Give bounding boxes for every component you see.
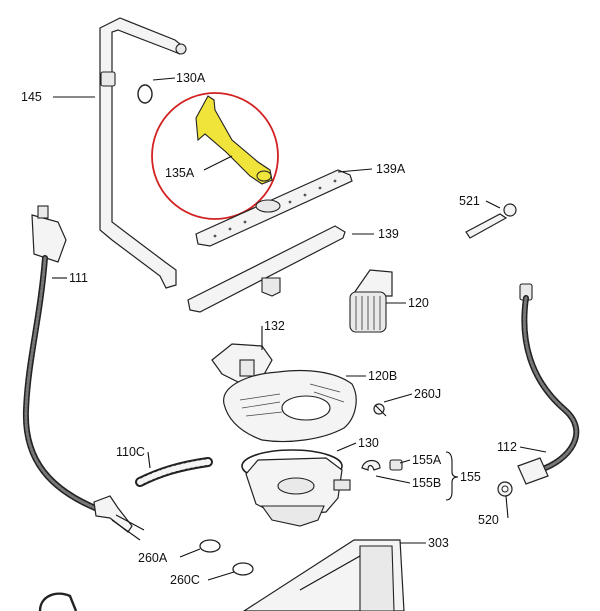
sump-130[interactable] [241,449,351,527]
label-303: 303 [428,536,449,550]
label-520: 520 [478,513,499,527]
label-130: 130 [358,436,379,450]
hose-112[interactable] [517,283,580,485]
filter-plate-120B[interactable] [223,369,357,443]
label-521: 521 [459,194,480,208]
upper-spray-arm-139A[interactable] [195,169,353,247]
lower-spray-arm-139[interactable] [187,225,346,313]
hose-111[interactable] [22,205,145,541]
label-155B: 155B [412,476,441,490]
part-520[interactable] [497,481,513,497]
label-260J: 260J [414,387,441,401]
label-132: 132 [264,319,285,333]
part-521[interactable] [465,203,517,239]
label-111: 111 [69,271,88,285]
upper-spray-pipe-145[interactable] [99,17,187,289]
label-135A: 135A [165,166,195,180]
label-110C: 110C [116,445,145,459]
label-130A: 130A [176,71,206,85]
part-labels: 145 130A 135A 139A 521 139 111 120 132 1… [21,71,517,587]
label-120: 120 [408,296,429,310]
clamp-260A[interactable] [199,539,221,553]
label-145: 145 [21,90,42,104]
partial-part-bottom-left [38,592,78,611]
leader-lines [52,77,547,581]
label-139: 139 [378,227,399,241]
part-155B[interactable] [361,459,381,471]
label-260A: 260A [138,551,168,565]
label-120B: 120B [368,369,397,383]
clamp-260J[interactable] [373,403,387,417]
drain-hose-110C[interactable] [135,457,213,487]
o-ring-130A[interactable] [137,84,153,104]
label-112: 112 [497,440,517,454]
spray-arm-support-135A[interactable] [195,95,273,185]
part-155A[interactable] [389,459,403,471]
highlight-circle [151,92,279,220]
base-tray-303[interactable] [242,539,405,611]
part-132[interactable] [211,343,273,383]
filter-120[interactable] [349,269,393,333]
label-155: 155 [460,470,481,484]
label-155A: 155A [412,453,442,467]
label-139A: 139A [376,162,406,176]
clamp-260C[interactable] [232,562,254,576]
label-260C: 260C [170,573,200,587]
